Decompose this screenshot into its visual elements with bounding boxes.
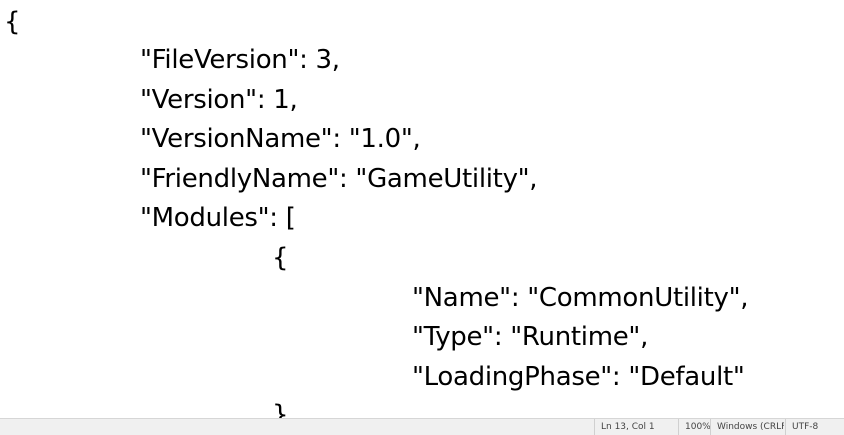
text-editor-area[interactable]: { "FileVersion": 3, "Version": 1, "Versi… xyxy=(0,0,844,418)
code-line-1: { xyxy=(4,7,21,37)
code-line-6: "Modules": [ xyxy=(140,203,296,233)
code-line-5: "FriendlyName": "GameUtility", xyxy=(140,164,538,194)
code-line-2: "FileVersion": 3, xyxy=(140,45,340,75)
code-line-9: "Type": "Runtime", xyxy=(412,322,649,352)
code-line-8: "Name": "CommonUtility", xyxy=(412,283,749,313)
zoom-level[interactable]: 100% xyxy=(678,419,710,435)
line-ending[interactable]: Windows (CRLF) xyxy=(710,419,784,435)
code-line-10: "LoadingPhase": "Default" xyxy=(412,362,745,392)
encoding[interactable]: UTF-8 xyxy=(785,419,844,435)
code-line-4: "VersionName": "1.0", xyxy=(140,124,421,154)
code-line-7: { xyxy=(272,243,289,273)
code-line-3: "Version": 1, xyxy=(140,85,298,115)
cursor-position[interactable]: Ln 13, Col 1 xyxy=(594,419,676,435)
code-line-11: } xyxy=(272,400,289,418)
status-bar: Ln 13, Col 1 100% Windows (CRLF) UTF-8 xyxy=(0,418,844,435)
